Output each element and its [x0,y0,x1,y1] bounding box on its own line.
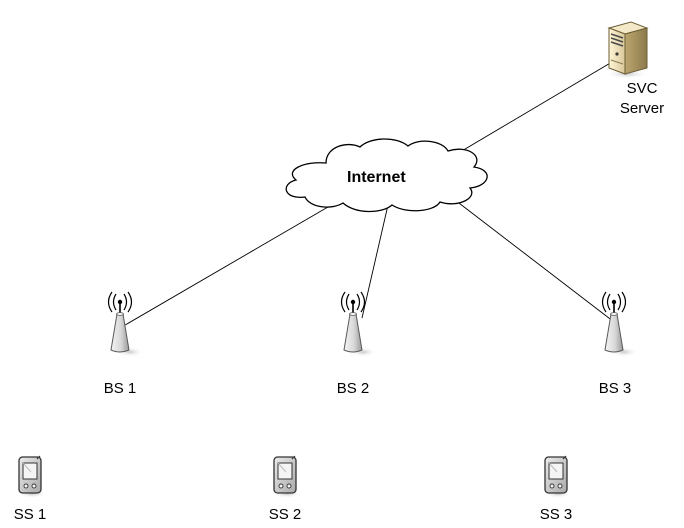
server-label-line1: SVC [626,80,658,97]
ss2-handheld-device-icon [272,455,302,499]
ss2-label: SS 2 [268,506,302,523]
link-internet-bs1 [119,199,341,329]
link-internet-bs3 [454,199,619,326]
ss1-label: SS 1 [13,506,47,523]
bs1-label: BS 1 [103,380,137,397]
ss1-handheld-device-icon [17,455,47,499]
bs2-label: BS 2 [336,380,370,397]
link-internet-server [454,61,613,156]
internet-label: Internet [347,169,406,186]
ss3-handheld-device-icon [543,455,573,499]
connections [119,61,619,329]
bs2-antenna-tower-icon [340,291,378,358]
link-internet-bs2 [361,204,389,319]
bs3-label: BS 3 [598,380,632,397]
ss3-label: SS 3 [539,506,573,523]
server-tower-icon [605,21,649,79]
server-label-line2: Server [619,100,665,117]
bs3-antenna-tower-icon [601,291,639,358]
cloud-icon [285,138,488,213]
